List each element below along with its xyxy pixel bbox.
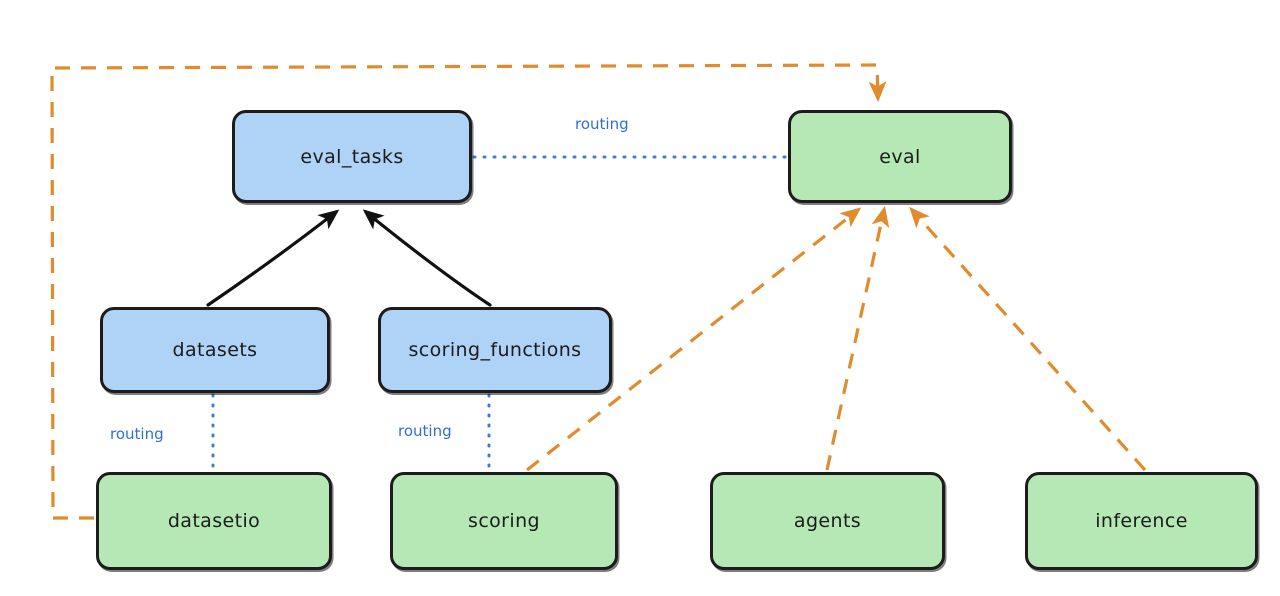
edge-scoring-functions-to-eval-tasks bbox=[362, 209, 492, 307]
edge-datasets-to-eval-tasks bbox=[206, 209, 340, 307]
edge-label-routing-scoring: routing bbox=[398, 422, 452, 440]
node-agents[interactable]: agents bbox=[710, 472, 945, 570]
node-eval-tasks-label: eval_tasks bbox=[300, 145, 404, 168]
node-scoring-functions[interactable]: scoring_functions bbox=[378, 307, 612, 393]
node-eval-label: eval bbox=[879, 145, 921, 168]
edge-scoring-to-eval bbox=[526, 207, 862, 472]
node-inference[interactable]: inference bbox=[1025, 472, 1258, 570]
edge-datasetio-to-eval bbox=[50, 63, 887, 520]
node-scoring[interactable]: scoring bbox=[390, 472, 618, 570]
edge-label-routing-datasetio: routing bbox=[110, 425, 164, 443]
node-scoring-functions-label: scoring_functions bbox=[408, 339, 582, 361]
node-datasets-label: datasets bbox=[172, 339, 258, 361]
edge-label-routing-eval: routing bbox=[575, 115, 629, 133]
node-scoring-label: scoring bbox=[468, 510, 540, 532]
edge-inference-to-eval bbox=[909, 206, 1147, 472]
node-eval-tasks[interactable]: eval_tasks bbox=[232, 110, 472, 203]
node-inference-label: inference bbox=[1095, 510, 1188, 532]
node-agents-label: agents bbox=[793, 510, 862, 532]
edge-agents-to-eval bbox=[825, 205, 890, 471]
node-eval[interactable]: eval bbox=[788, 110, 1012, 203]
node-datasetio-label: datasetio bbox=[167, 510, 261, 532]
node-datasets[interactable]: datasets bbox=[100, 307, 330, 393]
node-datasetio[interactable]: datasetio bbox=[96, 472, 332, 570]
